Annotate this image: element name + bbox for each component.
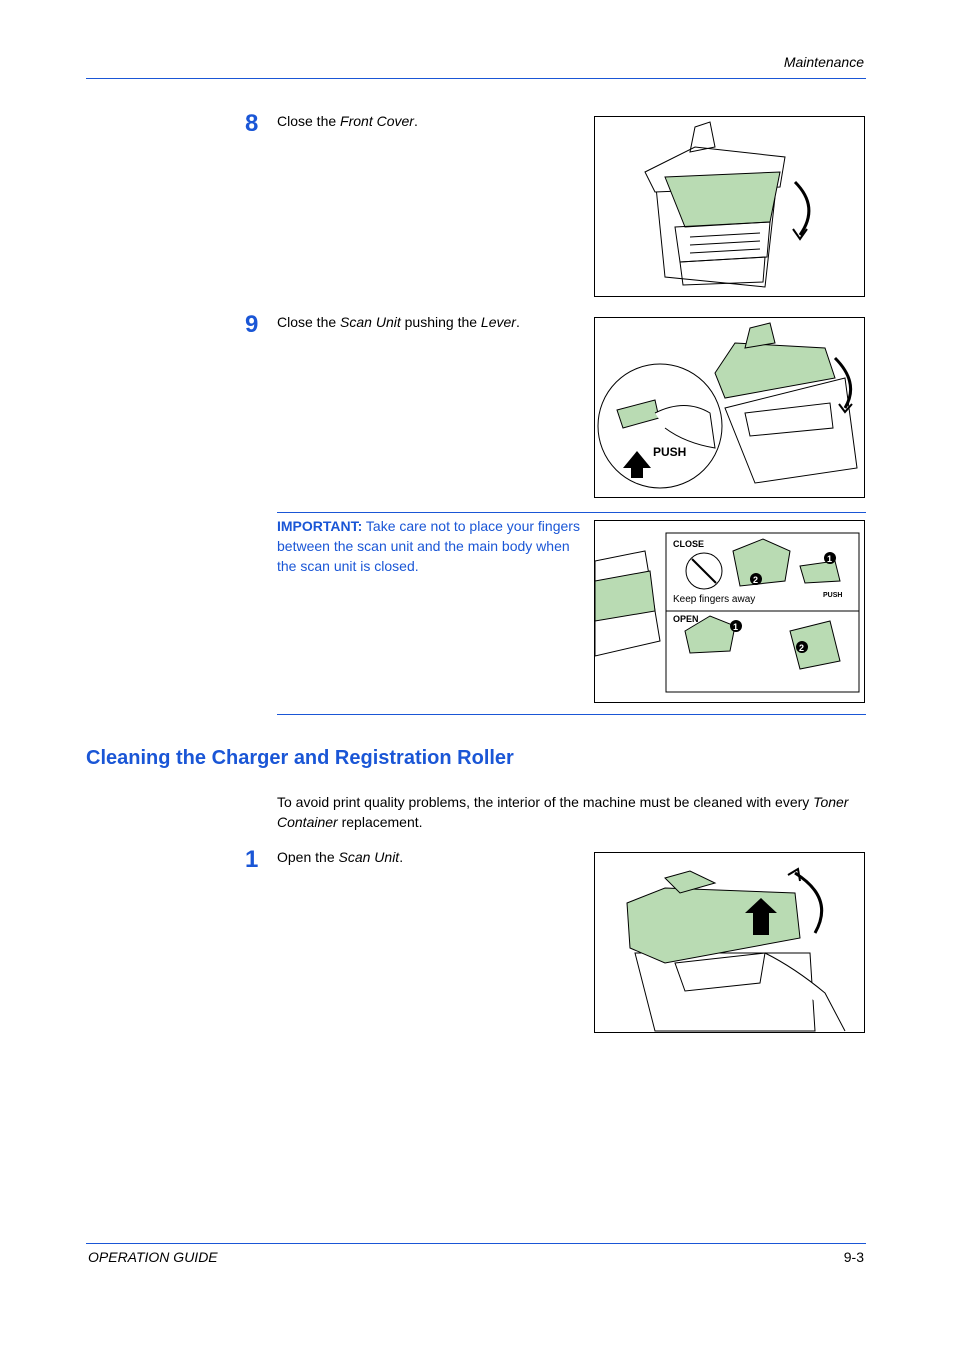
running-header: Maintenance <box>783 54 864 70</box>
step-1-text-pre: Open the <box>277 849 339 865</box>
header-rule <box>86 78 866 79</box>
step-9-text: Close the Scan Unit pushing the Lever. <box>277 312 520 332</box>
important-label: IMPORTANT: <box>277 518 363 534</box>
footer-rule <box>86 1243 866 1244</box>
step-8-text: Close the Front Cover. <box>277 111 418 131</box>
step-1-text-post: . <box>399 849 404 865</box>
footer-guide-title: OPERATION GUIDE <box>88 1249 218 1265</box>
important-text: Take care not to place your fingers betw… <box>277 518 580 574</box>
section-intro: To avoid print quality problems, the int… <box>277 792 867 832</box>
important-note: IMPORTANT: Take care not to place your f… <box>277 516 587 576</box>
badge-2-open: 2 <box>799 643 804 653</box>
open-label: OPEN <box>673 614 699 624</box>
section-intro-post: replacement. <box>337 814 423 830</box>
section-intro-em: Toner Container <box>277 794 849 830</box>
step-number-8: 8 <box>245 110 259 137</box>
step-9-text-pre: Close the <box>277 314 341 330</box>
step-9-text-em1: Scan Unit <box>340 314 401 330</box>
step-8-text-post: . <box>413 113 418 129</box>
figure-close-scan-unit: PUSH <box>594 317 865 498</box>
step-1-text: Open the Scan Unit. <box>277 847 403 867</box>
important-top-rule <box>277 512 866 513</box>
push-small-label: PUSH <box>823 592 842 599</box>
important-bottom-rule <box>277 714 866 715</box>
figure-open-scan-unit <box>594 852 865 1033</box>
section-intro-pre: To avoid print quality problems, the int… <box>277 794 814 810</box>
step-8-text-pre: Close the <box>277 113 341 129</box>
close-label: CLOSE <box>673 539 704 549</box>
figure-keep-fingers-away: CLOSE Keep fingers away OPEN PUSH 1 2 1 … <box>594 520 865 703</box>
step-number-1: 1 <box>245 846 259 873</box>
step-8-text-em: Front Cover <box>340 113 414 129</box>
step-9-text-mid: pushing the <box>400 314 481 330</box>
step-9-text-em2: Lever <box>480 314 516 330</box>
badge-1-open: 1 <box>733 622 738 632</box>
step-9-text-post: . <box>515 314 520 330</box>
badge-1-close: 1 <box>827 554 832 564</box>
keep-away-label: Keep fingers away <box>673 594 755 605</box>
figure-close-front-cover <box>594 116 865 297</box>
footer-page-number: 9-3 <box>843 1249 864 1265</box>
step-number-9: 9 <box>245 311 259 338</box>
badge-2-close: 2 <box>753 575 758 585</box>
step-1-text-em: Scan Unit <box>338 849 400 865</box>
push-label: PUSH <box>653 445 686 459</box>
section-title: Cleaning the Charger and Registration Ro… <box>86 747 514 769</box>
